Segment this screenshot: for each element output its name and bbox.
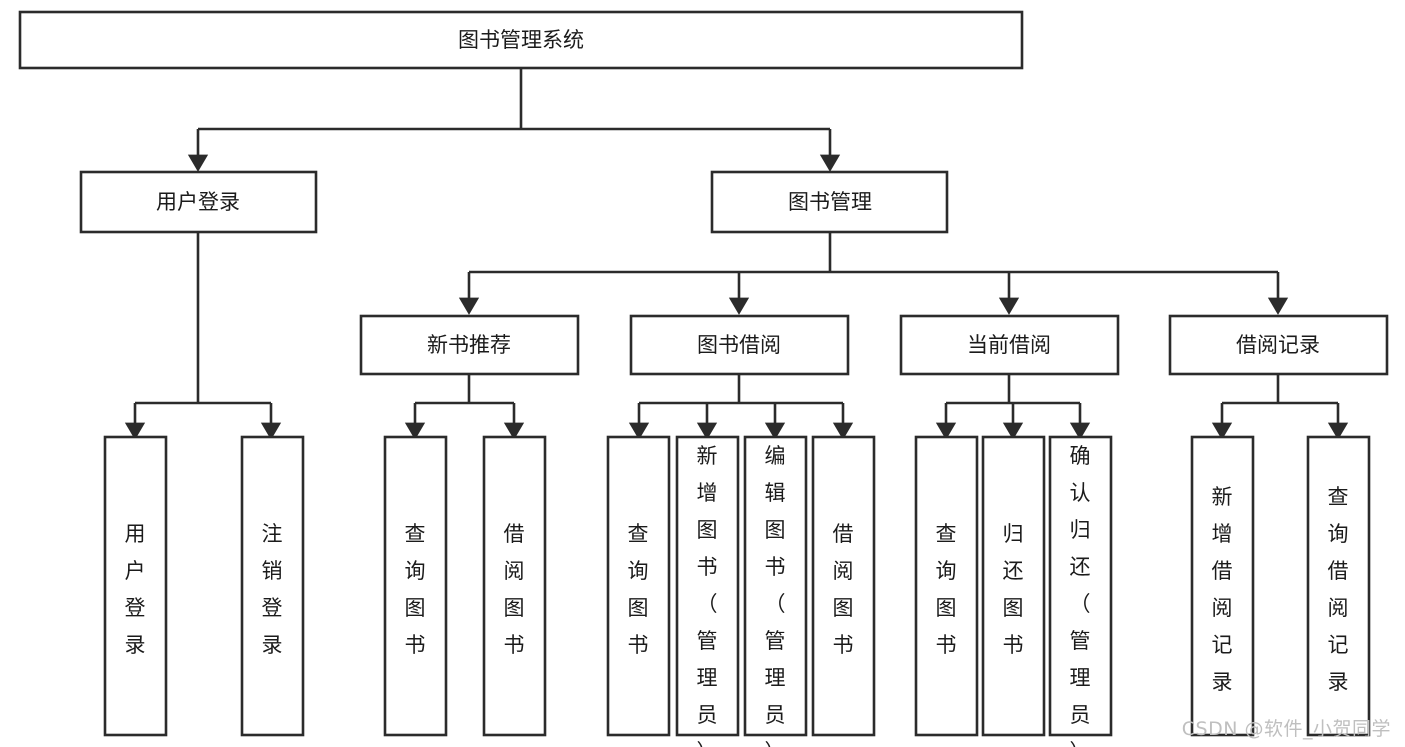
leaf-user-login-1-box: [103, 435, 168, 737]
leaf-book-borrow-2-label: 新增图书（管理员）: [697, 444, 718, 747]
node-current-borrow[interactable]: 当前借阅: [899, 314, 1120, 376]
leaf-user-login-2-box: [240, 435, 305, 737]
leaf-book-borrow-3[interactable]: 编辑图书（管理员）: [743, 435, 808, 747]
node-new-book-recommend[interactable]: 新书推荐: [359, 314, 580, 376]
leaf-borrow-record-2-box: [1306, 435, 1371, 737]
node-book-manage[interactable]: 图书管理: [710, 170, 949, 234]
node-book-borrow-box: [629, 314, 850, 376]
leaf-current-borrow-3-box: [1048, 435, 1113, 737]
leaf-book-borrow-4[interactable]: 借阅图书: [811, 435, 876, 737]
node-book-borrow[interactable]: 图书借阅: [629, 314, 850, 376]
leaf-borrow-record-1-label: 新增借阅记录: [1212, 485, 1233, 694]
leaf-borrow-record-2-label: 查询借阅记录: [1328, 485, 1349, 694]
node-borrow-record-label: 借阅记录: [1236, 333, 1320, 357]
leaf-borrow-record-1[interactable]: 新增借阅记录: [1190, 435, 1255, 737]
leaf-current-borrow-2[interactable]: 归还图书: [981, 435, 1046, 737]
node-new-book-recommend-box: [359, 314, 580, 376]
node-borrow-record[interactable]: 借阅记录: [1168, 314, 1389, 376]
leaf-user-login-1-label: 用户登录: [125, 522, 146, 657]
node-current-borrow-box: [899, 314, 1120, 376]
leaf-current-borrow-2-box: [981, 435, 1046, 737]
node-root[interactable]: 图书管理系统: [18, 10, 1024, 70]
node-root-label: 图书管理系统: [458, 28, 584, 52]
node-book-manage-box: [710, 170, 949, 234]
leaf-current-borrow-1-box: [914, 435, 979, 737]
leaf-user-login-2[interactable]: 注销登录: [240, 435, 305, 737]
leaf-book-borrow-1-label: 查询图书: [628, 522, 649, 657]
leaf-book-borrow-1-box: [606, 435, 671, 737]
leaf-new-book-1-label: 查询图书: [405, 522, 426, 657]
leaf-book-borrow-3-box: [743, 435, 808, 737]
leaf-book-borrow-2-box: [675, 435, 740, 737]
node-book-borrow-label: 图书借阅: [697, 333, 781, 357]
node-current-borrow-label: 当前借阅: [967, 333, 1051, 357]
leaf-book-borrow-4-label: 借阅图书: [833, 522, 854, 657]
node-user-login[interactable]: 用户登录: [79, 170, 318, 234]
leaf-current-borrow-2-label: 归还图书: [1003, 522, 1024, 657]
leaf-new-book-2-label: 借阅图书: [504, 522, 525, 657]
leaf-user-login-1[interactable]: 用户登录: [103, 435, 168, 737]
leaf-current-borrow-1[interactable]: 查询图书: [914, 435, 979, 737]
leaf-current-borrow-3[interactable]: 确认归还（管理员）: [1048, 435, 1113, 747]
node-borrow-record-box: [1168, 314, 1389, 376]
leaf-new-book-2-box: [482, 435, 547, 737]
leaf-book-borrow-4-box: [811, 435, 876, 737]
leaf-new-book-1-box: [383, 435, 448, 737]
leaf-new-book-1[interactable]: 查询图书: [383, 435, 448, 737]
leaf-book-borrow-2[interactable]: 新增图书（管理员）: [675, 435, 740, 747]
node-new-book-recommend-label: 新书推荐: [427, 333, 511, 357]
node-book-manage-label: 图书管理: [788, 190, 872, 214]
leaf-borrow-record-1-box: [1190, 435, 1255, 737]
node-user-login-label: 用户登录: [156, 190, 240, 214]
node-root-box: [18, 10, 1024, 70]
leaf-current-borrow-3-label: 确认归还（管理员）: [1070, 444, 1091, 747]
leaf-user-login-2-label: 注销登录: [262, 522, 283, 657]
leaf-borrow-record-2[interactable]: 查询借阅记录: [1306, 435, 1371, 737]
leaf-current-borrow-1-label: 查询图书: [936, 522, 957, 657]
leaf-book-borrow-3-label: 编辑图书（管理员）: [765, 444, 786, 747]
leaf-new-book-2[interactable]: 借阅图书: [482, 435, 547, 737]
leaf-book-borrow-1[interactable]: 查询图书: [606, 435, 671, 737]
